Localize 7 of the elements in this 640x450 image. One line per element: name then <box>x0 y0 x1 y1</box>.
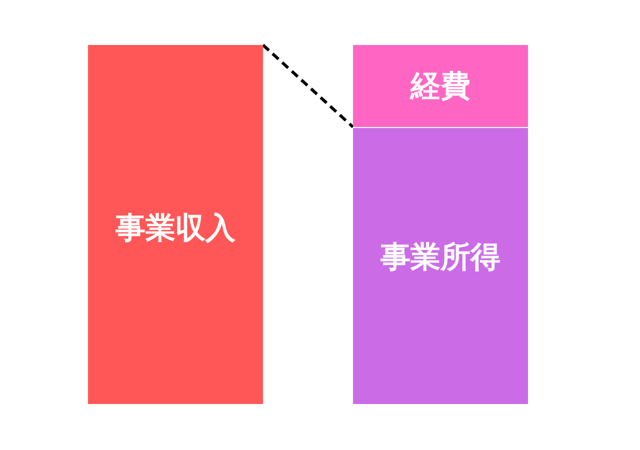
block-label: 事業所得 <box>380 238 500 276</box>
income-block <box>88 45 263 404</box>
dashed-connector <box>262 44 354 128</box>
profit-block <box>353 128 528 404</box>
expenses-block <box>353 45 528 127</box>
block-label: 経費 <box>410 68 470 106</box>
block-label: 事業収入 <box>116 210 236 248</box>
